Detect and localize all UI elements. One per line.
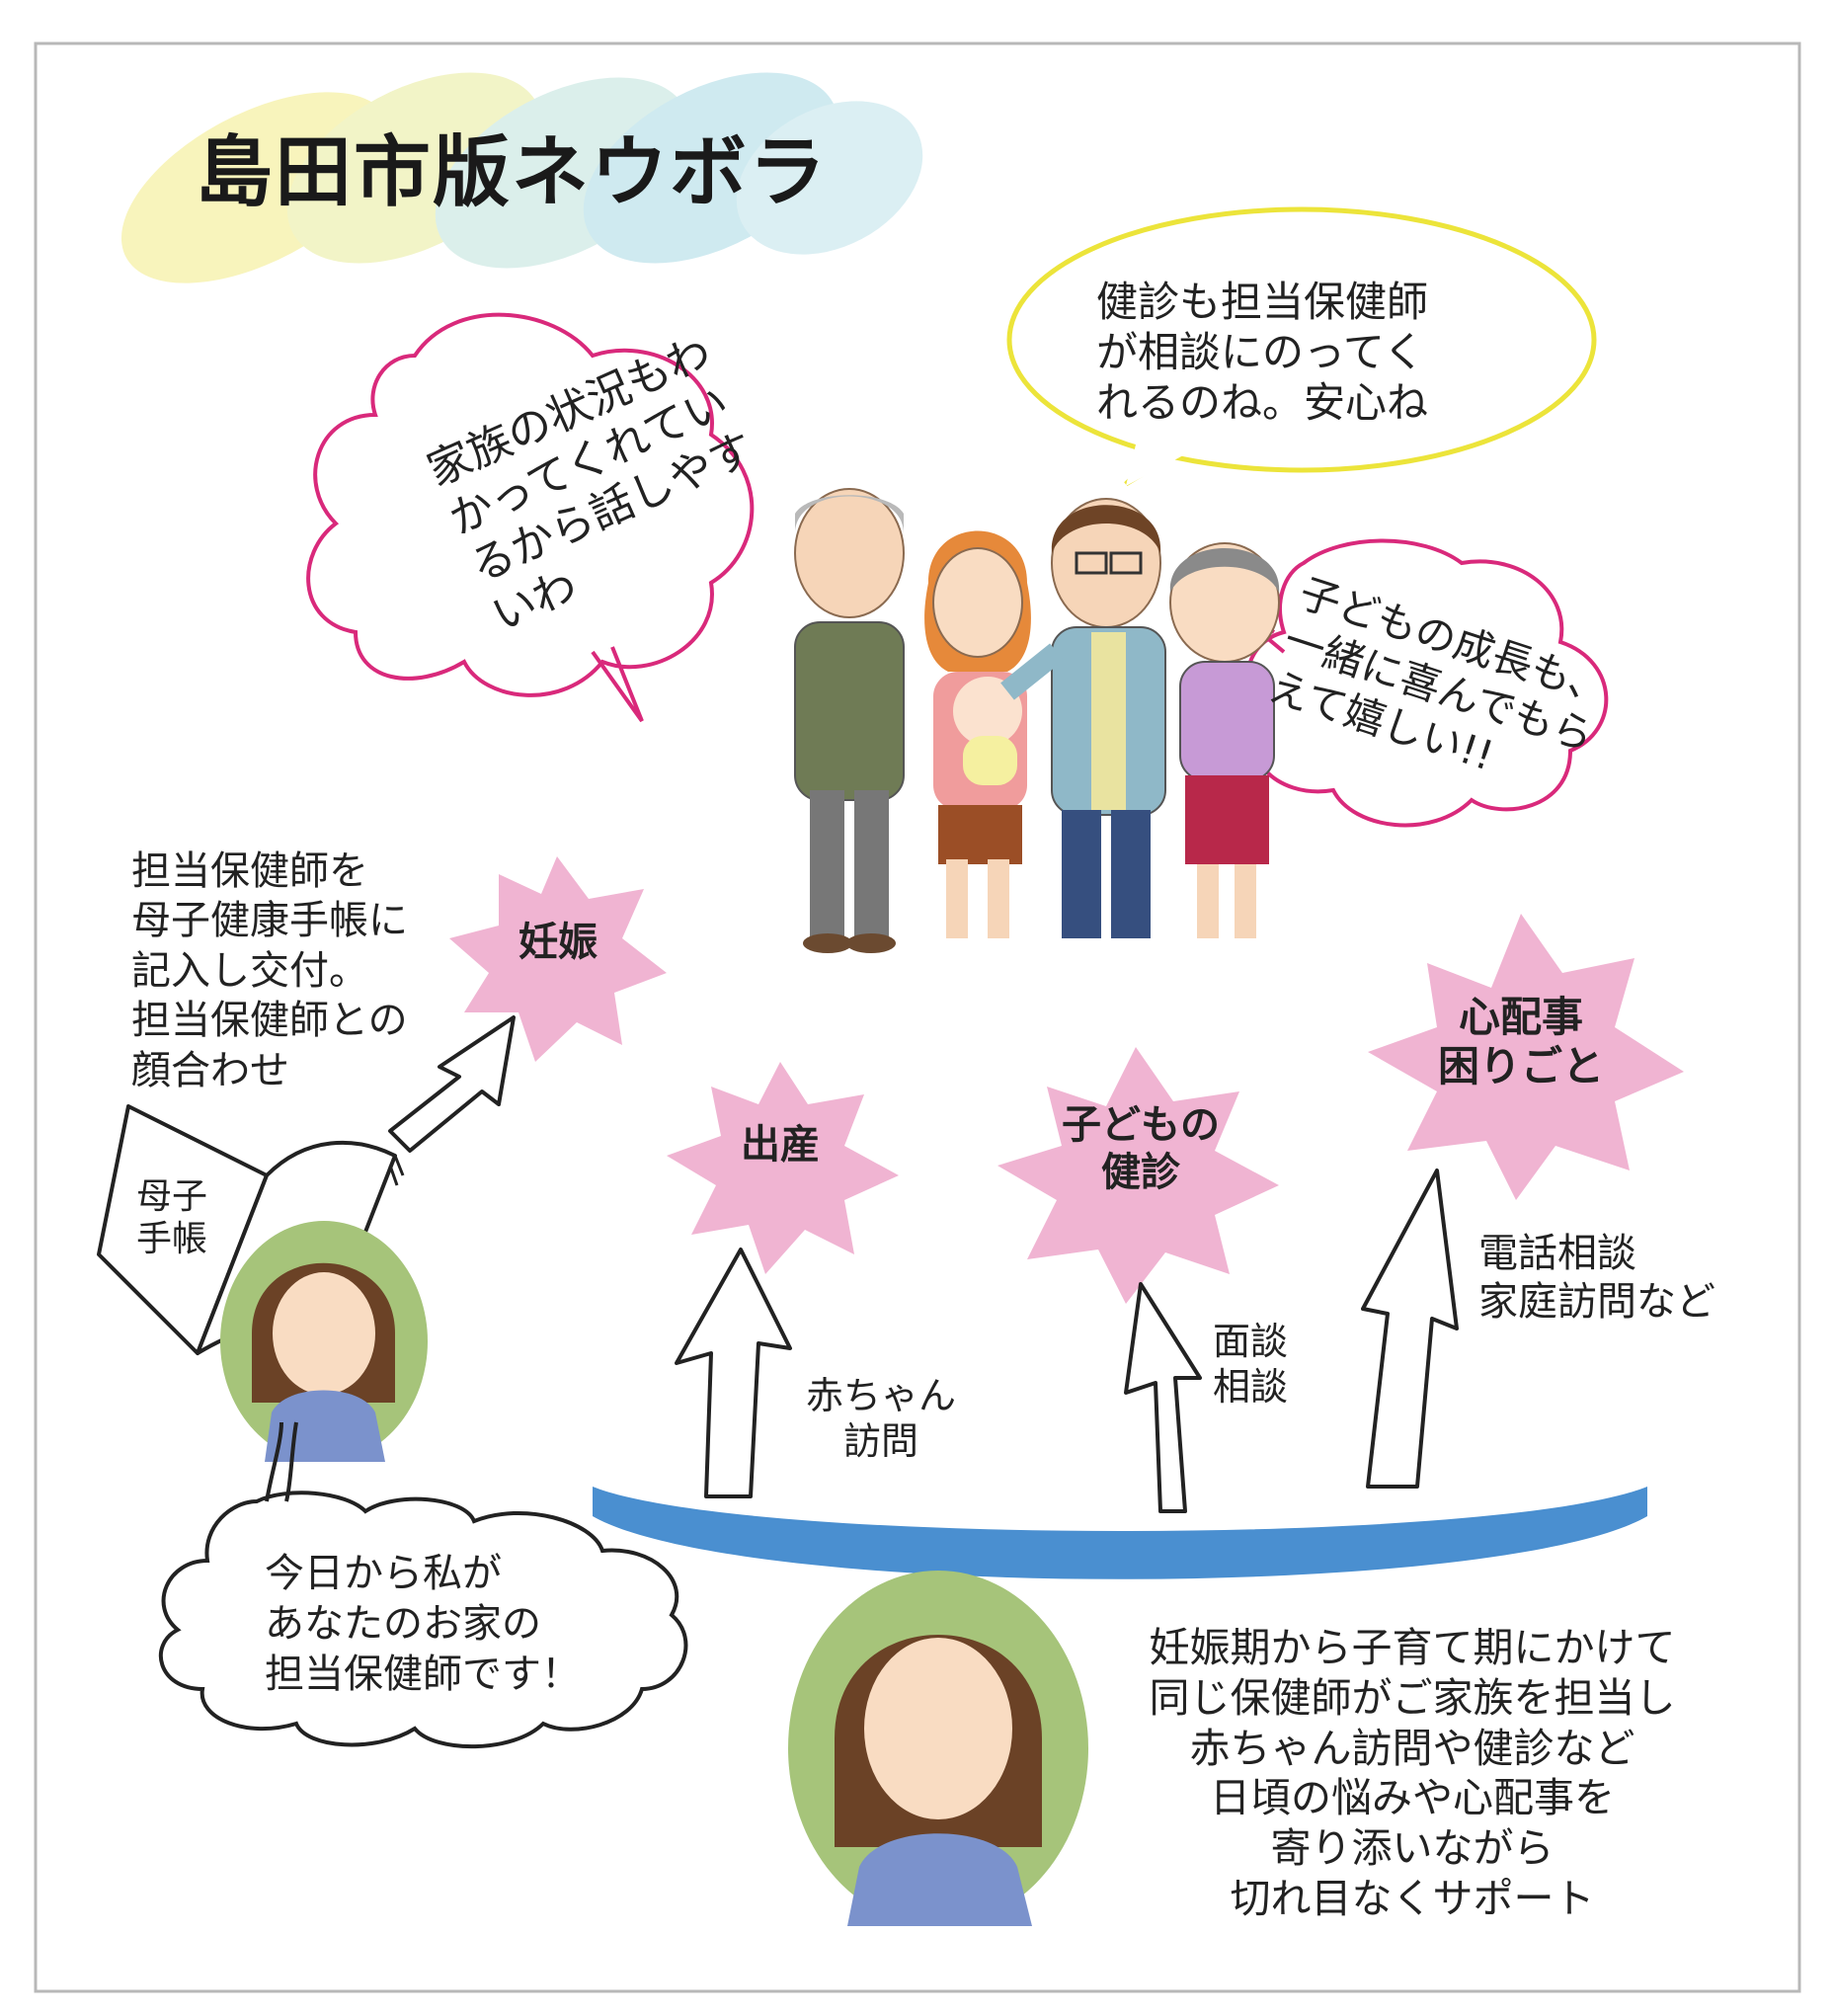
pregnancy-note: 担当保健師を 母子健康手帳に 記入し交付。 担当保健師との 顔合わせ [131, 848, 408, 1093]
stage-burst-birth [667, 1062, 899, 1274]
stage-label-pregnancy: 妊娠 [518, 920, 598, 965]
arrow-to-birth [675, 1248, 792, 1498]
page-frame [34, 41, 1801, 1993]
stage-burst-checkup [997, 1047, 1279, 1304]
handbook-label: 母子 手帳 [136, 1176, 208, 1260]
speech-bubble-nurse [158, 1421, 688, 1749]
bubble-text-top: 健診も担当保健師 が相談にのってく れるのね。安心ね [1096, 278, 1429, 428]
interview-label: 面談 相談 [1213, 1320, 1289, 1410]
summary-text: 妊娠期から子育て期にかけて 同じ保健師がご家族を担当し 赤ちゃん訪問や健診など … [1149, 1624, 1676, 1923]
baby-figure [953, 677, 1022, 746]
speech-bubble-top [1006, 206, 1597, 487]
stage-burst-pregnancy [449, 856, 667, 1062]
baby-visit-label: 赤ちゃん 訪問 [805, 1374, 956, 1464]
father-figure [1000, 498, 1166, 938]
support-band [593, 1487, 1647, 1579]
grandpa-figure [794, 488, 905, 953]
nurse-speech-text: 今日から私が あなたのお家の 担当保健師です！ [265, 1551, 581, 1698]
stage-label-worries: 心配事 困りごと [1437, 993, 1604, 1091]
grandma-figure [1169, 542, 1280, 938]
arrow-to-pregnancy [388, 1015, 516, 1153]
phone-visit-label: 電話相談 家庭訪問など [1478, 1231, 1715, 1325]
mother-with-baby-figure [924, 530, 1031, 938]
nurse-portrait-small [220, 1221, 428, 1462]
arrow-to-worries [1361, 1169, 1459, 1489]
stage-burst-worries [1368, 914, 1684, 1200]
speech-bubble-left [306, 312, 755, 723]
nurse-portrait-large [788, 1571, 1088, 1926]
title-watercolor-bg [120, 72, 923, 283]
stage-label-checkup: 子どもの 健診 [1062, 1102, 1220, 1195]
stage-label-birth: 出産 [741, 1122, 820, 1168]
family-illustration [794, 488, 1280, 953]
arrow-to-checkup [1124, 1282, 1202, 1513]
page-title: 島田市版ネウボラ [196, 128, 829, 217]
